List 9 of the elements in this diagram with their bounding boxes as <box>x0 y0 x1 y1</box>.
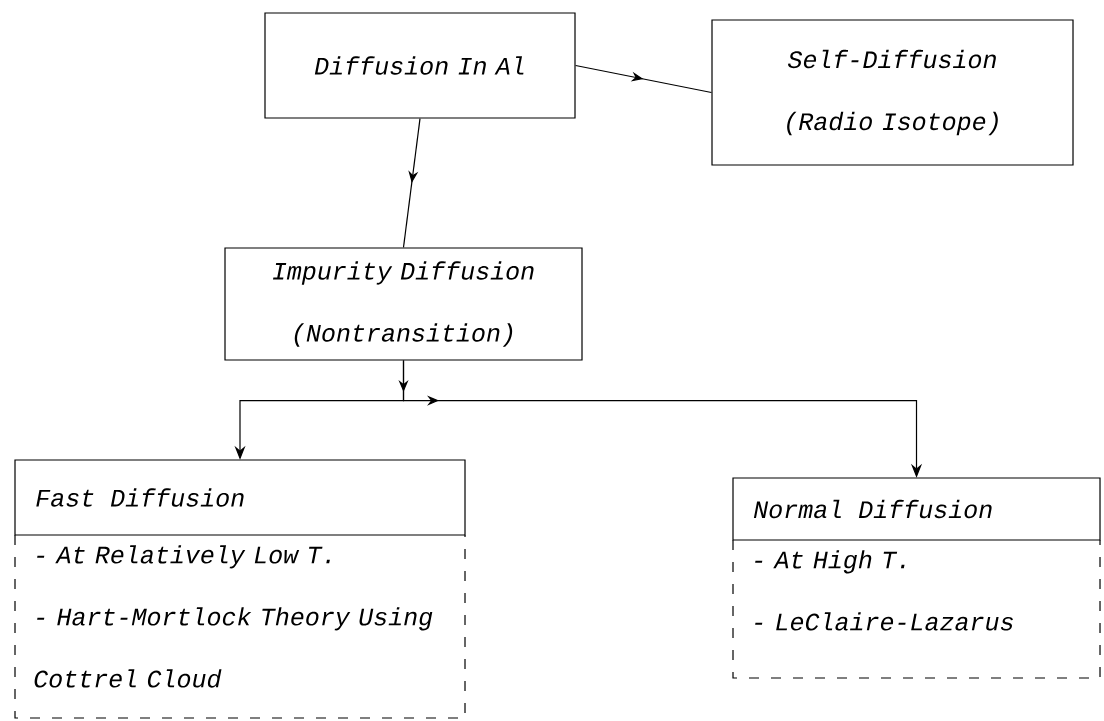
header-box: Fast Diffusion <box>14 459 466 536</box>
process-box: Self-Diffusion (Radio Isotope) <box>711 19 1074 166</box>
dashed-list-box: - At High T. - LeClaire-Lazarus <box>732 539 1101 679</box>
dashed-list-box: - At Relatively Low T. - Hart-Mortlock Theory Using Cottrel Cloud <box>14 534 466 719</box>
header-box: Normal Diffusion <box>732 477 1101 541</box>
process-box: Diffusion In Al <box>264 12 576 119</box>
process-box: Impurity Diffusion (Nontransition) <box>224 247 583 361</box>
arrow <box>402 118 421 248</box>
arrow <box>575 64 712 94</box>
